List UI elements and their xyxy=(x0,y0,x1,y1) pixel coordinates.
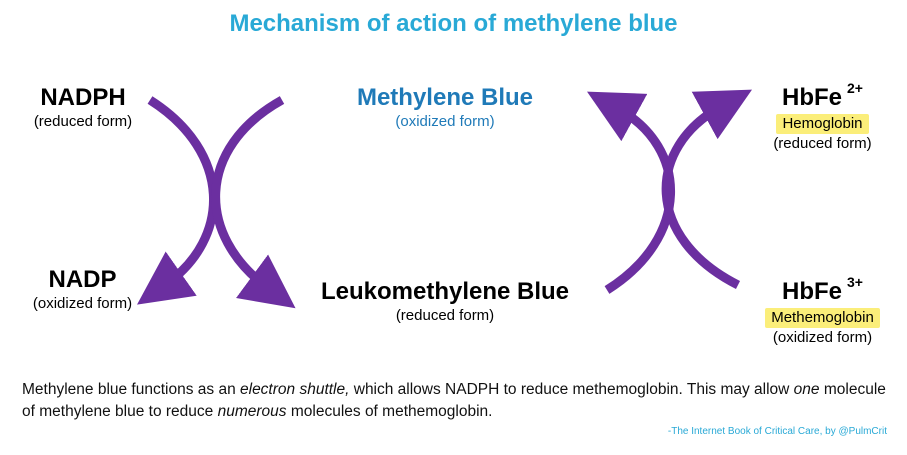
leukomethylene-blue-form: (reduced form) xyxy=(395,307,495,324)
node-methylene-blue: Methylene Blue (oxidized form) xyxy=(325,84,565,131)
nadph-form: (reduced form) xyxy=(33,113,133,130)
nadp-form: (oxidized form) xyxy=(32,295,133,312)
hbfe2-charge: 2+ xyxy=(847,80,863,96)
hbfe3-charge: 3+ xyxy=(847,274,863,290)
leukomethylene-blue-label: Leukomethylene Blue xyxy=(320,278,570,305)
methemoglobin-highlight: Methemoglobin xyxy=(765,308,880,328)
hbfe3-form: (oxidized form) xyxy=(772,329,873,346)
arrow-nadph-to-nadp xyxy=(137,96,219,305)
source-credit: -The Internet Book of Critical Care, by … xyxy=(667,426,887,437)
arrow-leuko-to-methylene xyxy=(587,91,676,294)
node-nadp: NADP (oxidized form) xyxy=(15,266,150,313)
explanation-caption: Methylene blue functions as an electron … xyxy=(22,381,886,420)
nadph-label: NADPH xyxy=(40,84,126,111)
methylene-blue-form: (oxidized form) xyxy=(395,113,495,130)
nadp-label: NADP xyxy=(48,266,117,293)
arrow-hbfe3-to-hbfe2 xyxy=(661,89,753,290)
node-nadph: NADPH (reduced form) xyxy=(18,84,148,131)
methylene-blue-label: Methylene Blue xyxy=(356,84,534,111)
node-leukomethylene-blue: Leukomethylene Blue (reduced form) xyxy=(290,278,600,325)
hemoglobin-highlight: Hemoglobin xyxy=(776,114,869,134)
hbfe2-form: (reduced form) xyxy=(773,135,872,152)
diagram-title: Mechanism of action of methylene blue xyxy=(229,10,678,37)
arrow-methylene-to-leuko xyxy=(211,96,296,309)
